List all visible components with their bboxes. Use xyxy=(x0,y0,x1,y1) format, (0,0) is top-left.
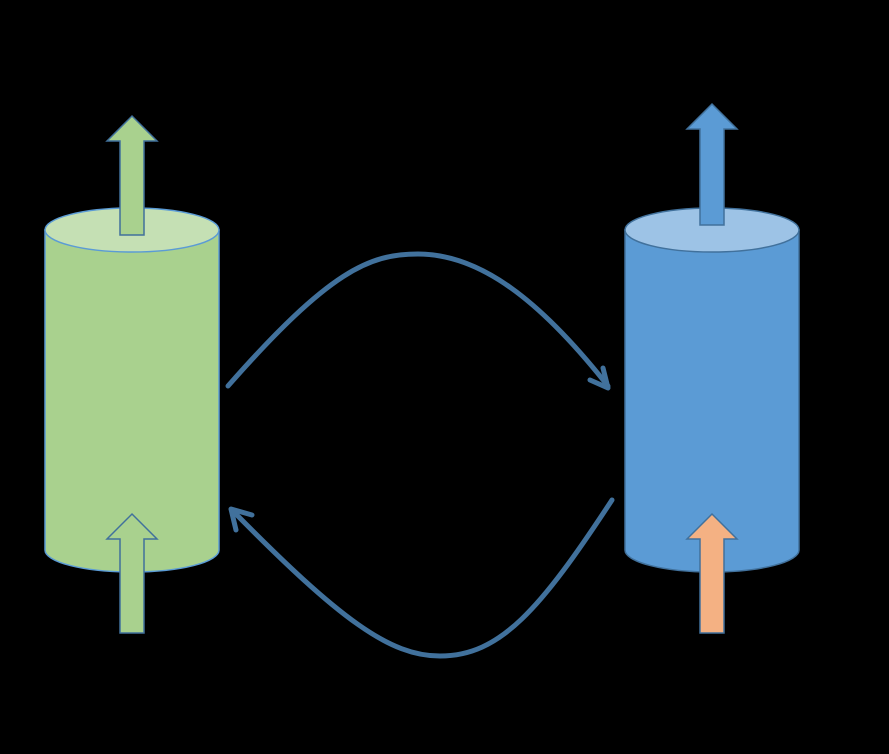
right-outlet-arrow xyxy=(685,102,739,226)
left-outlet-arrow xyxy=(105,114,159,236)
left-inlet-arrow xyxy=(105,512,159,634)
right-vessel xyxy=(624,102,800,634)
top-flow-arrow xyxy=(225,251,611,389)
bottom-flow-arrowhead xyxy=(228,506,255,533)
circulation-flows xyxy=(225,251,615,659)
bottom-flow-arrow xyxy=(229,497,615,659)
right-inlet-arrow xyxy=(685,512,739,634)
top-flow-arrowhead xyxy=(587,365,611,391)
left-vessel xyxy=(44,114,220,634)
